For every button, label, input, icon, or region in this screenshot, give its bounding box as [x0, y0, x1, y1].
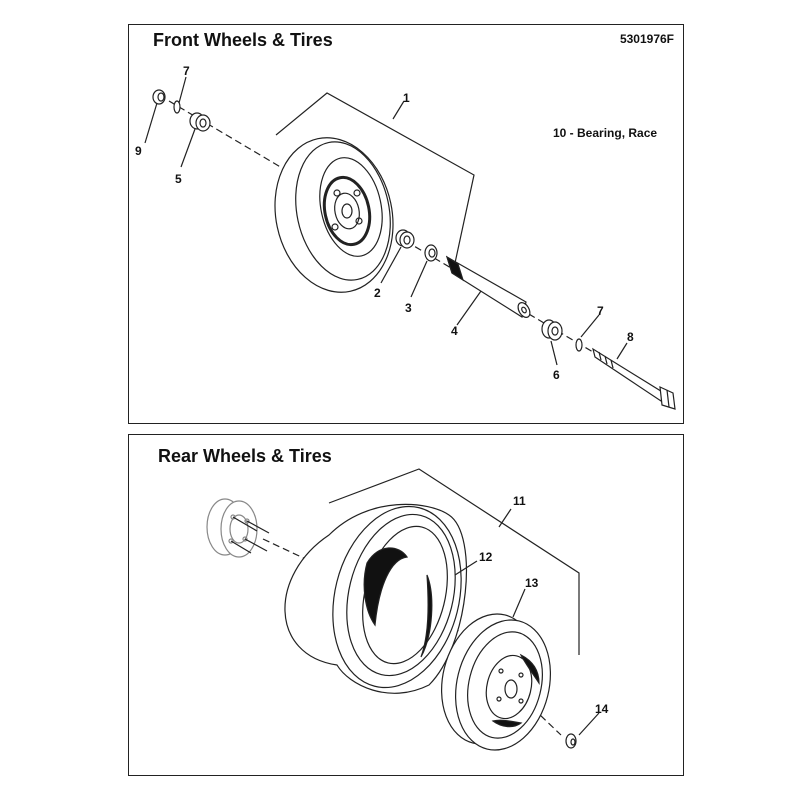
leader-9 [144, 102, 158, 144]
part-2-bearing [395, 229, 415, 249]
front-exploded-diagram: 1 2 3 4 5 6 7 7 8 9 [135, 64, 676, 410]
callout-5: 5 [175, 172, 182, 186]
part-3-washer [424, 244, 438, 262]
part-8-bolt [592, 347, 676, 410]
part-14-lug-nut [565, 733, 577, 749]
front-panel-title: Front Wheels & Tires [153, 30, 333, 50]
leader-12 [454, 560, 478, 576]
leader-13 [512, 588, 526, 618]
callout-2: 2 [374, 286, 381, 300]
part-4-axle-tube [445, 255, 531, 318]
callout-6: 6 [553, 368, 560, 382]
part-9-nut [152, 89, 166, 105]
part-10-note: 10 - Bearing, Race [553, 126, 658, 140]
callout-3: 3 [405, 301, 412, 315]
part-7-washer-top [173, 100, 181, 114]
callout-13: 13 [525, 576, 539, 590]
callout-8: 8 [627, 330, 634, 344]
callout-7-bottom: 7 [597, 304, 604, 318]
leader-6 [550, 340, 558, 366]
part-5-bearing [189, 112, 211, 132]
leader-7-bottom [580, 314, 600, 338]
leader-5 [180, 128, 196, 168]
front-axis-centerline [168, 100, 670, 398]
leader-11 [498, 508, 512, 528]
callout-bracket-1 [275, 92, 475, 264]
part-7-washer-bottom [575, 338, 583, 352]
rear-wheels-panel: Rear Wheels & Tires [128, 434, 684, 776]
part-13-rim [440, 613, 552, 751]
callout-7-top: 7 [183, 64, 190, 78]
part-6-bearing [541, 319, 563, 341]
callout-bracket-11 [328, 468, 580, 655]
rear-hub [206, 498, 258, 558]
leader-4 [456, 290, 482, 326]
leader-7-top [178, 76, 187, 104]
leader-14 [578, 712, 600, 736]
callout-9: 9 [135, 144, 142, 158]
leader-3 [410, 260, 428, 298]
front-wheels-panel: Front Wheels & Tires 5301976F 10 - Beari… [128, 24, 684, 424]
front-tire [274, 137, 394, 293]
callout-4: 4 [451, 324, 458, 338]
rear-panel-title: Rear Wheels & Tires [158, 446, 332, 466]
drawing-code: 5301976F [619, 32, 674, 46]
callout-14: 14 [595, 702, 609, 716]
callout-11: 11 [513, 494, 526, 508]
leader-1 [392, 100, 405, 120]
callout-12: 12 [479, 550, 493, 564]
callout-1: 1 [403, 91, 410, 105]
rear-exploded-diagram: 11 12 13 14 [206, 468, 609, 751]
part-12-tire [284, 503, 468, 694]
rear-hub-studs [230, 516, 270, 554]
leader-2 [380, 246, 402, 284]
leader-8 [616, 342, 628, 360]
